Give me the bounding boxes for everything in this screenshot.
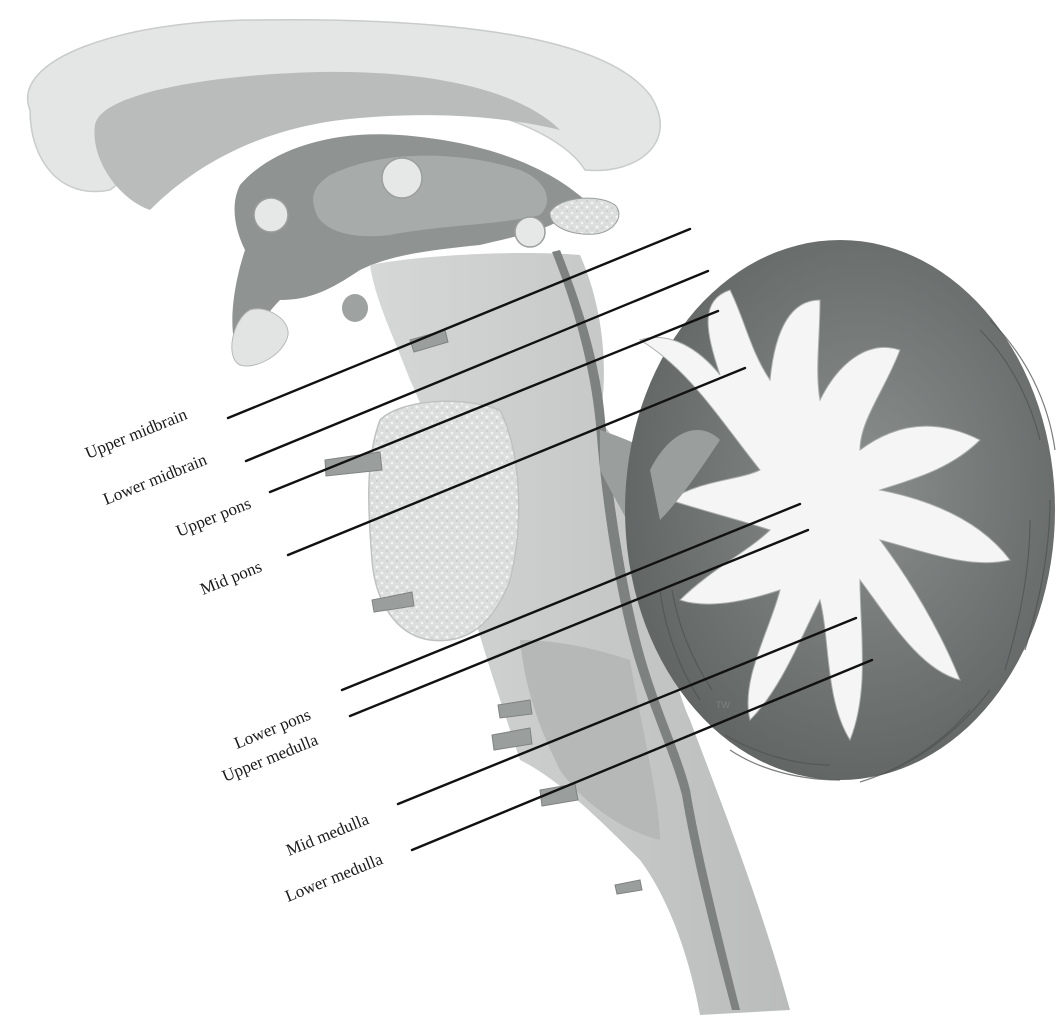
posterior-commissure [515,217,545,247]
label-lower-midbrain: Lower midbrain [100,450,210,509]
massa-intermedia [382,158,422,198]
label-upper-pons: Upper pons [173,494,253,541]
anterior-commissure [254,198,288,232]
pineal-gland [550,198,619,234]
hypoglossal-nerve [615,880,642,894]
artist-signature: TW [716,700,730,710]
label-lower-medulla: Lower medulla [282,849,385,906]
label-mid-medulla: Mid medulla [283,809,372,860]
mammillary-body [342,294,368,322]
label-mid-pons: Mid pons [197,557,264,599]
level-labels: Upper midbrain Lower midbrain Upper pons… [82,404,385,905]
label-upper-midbrain: Upper midbrain [82,404,190,462]
